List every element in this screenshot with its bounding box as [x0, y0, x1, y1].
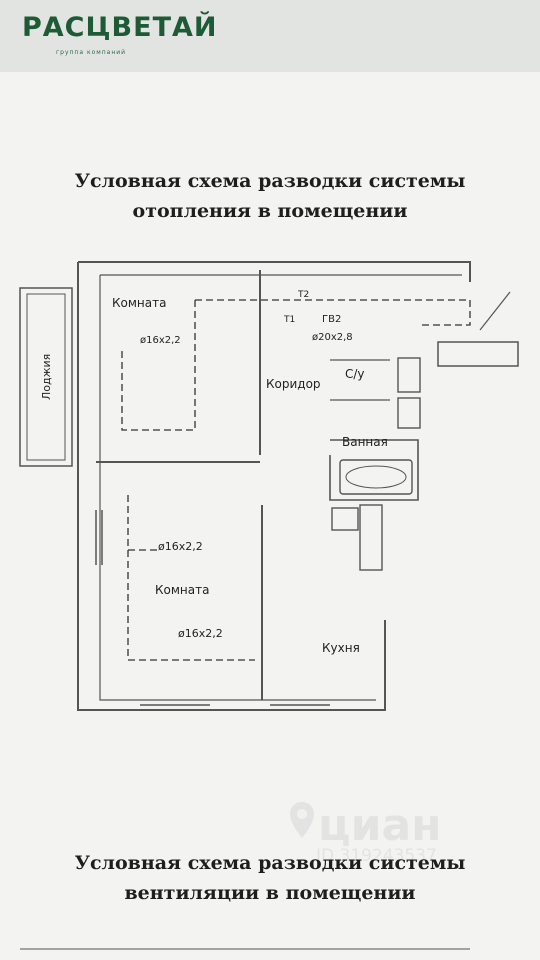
window-left — [95, 510, 103, 565]
label-bathroom: Ванная — [342, 435, 388, 449]
window-bottom-right — [270, 704, 330, 711]
watermark-id: ID 319243537 — [316, 846, 437, 866]
toilet-wall — [330, 359, 390, 401]
outdoor-riser — [479, 291, 511, 331]
heating-title-line-1: Условная схема разводки системы — [74, 170, 466, 192]
watermark-name: циан — [318, 800, 442, 851]
label-room-middle: Комната — [155, 583, 209, 597]
document-sheet — [0, 60, 540, 960]
logo-strip: РАСЦВЕТАЙ группа компаний — [0, 0, 540, 72]
floor-plan: Комната ø16x2,2 Т2 Т1 ГВ2 ø20x2,8 Коридо… — [19, 261, 519, 711]
label-pipe-T1: Т1 — [283, 315, 295, 325]
ventilation-plan-partial — [20, 948, 470, 950]
outdoor-unit — [437, 341, 519, 367]
kitchen-sink — [331, 507, 359, 531]
company-logo: РАСЦВЕТАЙ — [22, 12, 218, 43]
label-pipe-room-mid: ø16x2,2 — [158, 540, 203, 553]
cian-watermark: циан ID 319243537 — [288, 800, 442, 866]
label-room-top: Комната — [112, 296, 166, 310]
sink-box — [397, 397, 421, 429]
kitchen-stove — [359, 504, 383, 571]
bath-wall — [329, 439, 419, 501]
location-pin-icon — [290, 802, 314, 838]
label-pipe-T2: Т2 — [297, 290, 309, 300]
pipe-main — [195, 299, 471, 326]
label-pipe-room-low: ø16x2,2 — [178, 627, 223, 640]
ventilation-title-line-2: вентиляции в помещении — [124, 882, 416, 904]
heating-title-line-2: отопления в помещении — [132, 200, 408, 222]
outer-wall — [77, 261, 471, 711]
toilet-box — [397, 357, 421, 393]
label-loggia: Лоджия — [40, 354, 53, 400]
bathtub — [339, 459, 413, 495]
label-toilet: С/у — [345, 367, 365, 381]
heating-scheme-title: Условная схема разводки системы отоплени… — [0, 166, 540, 226]
label-pipe-main: ø20x2,8 — [312, 332, 353, 343]
label-kitchen: Кухня — [322, 641, 360, 655]
pipe-room-top — [121, 300, 196, 431]
loggia-inner — [26, 293, 66, 461]
bathtub-inner — [345, 465, 407, 489]
label-corridor: Коридор — [266, 377, 321, 391]
company-logo-subtitle: группа компаний — [56, 49, 127, 56]
ventilation-scheme-title: Условная схема разводки системы вентиляц… — [0, 848, 540, 908]
loggia-outline — [19, 287, 73, 467]
label-pipe-room-top: ø16x2,2 — [140, 335, 181, 346]
ventilation-title-line-1: Условная схема разводки системы — [74, 852, 466, 874]
window-bottom-left — [140, 704, 210, 711]
outer-wall-inner — [99, 274, 462, 701]
label-pipe-riser: ГВ2 — [322, 314, 341, 325]
